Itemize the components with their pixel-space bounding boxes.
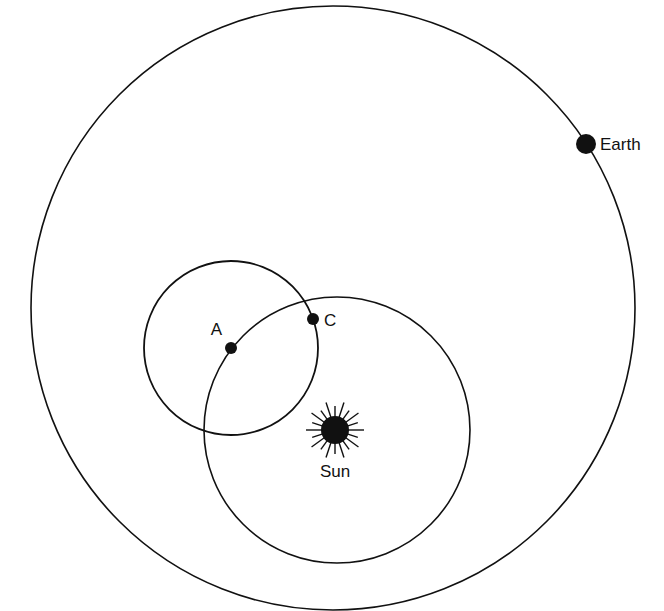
sun-ray	[334, 406, 335, 418]
sun-symbol	[306, 402, 364, 457]
sun-ray	[306, 429, 323, 430]
sun-ray	[342, 411, 349, 421]
sun-ray	[339, 441, 344, 457]
planet-label: Earth	[600, 136, 641, 153]
earth-orbit	[31, 6, 635, 610]
point-label: C	[324, 312, 336, 329]
sun-ray	[334, 442, 335, 454]
sun-ray	[312, 437, 326, 447]
point-a	[225, 342, 237, 354]
sun-ray	[339, 402, 344, 418]
point-c	[307, 313, 319, 325]
sun-ray	[321, 440, 328, 450]
epicycle-circle	[144, 261, 318, 435]
sun-circle	[204, 297, 470, 563]
sun-ray	[326, 441, 331, 457]
point-label: A	[211, 321, 222, 338]
earth-dot	[576, 134, 596, 154]
sun-ray	[346, 434, 357, 438]
star-label: Sun	[320, 463, 350, 480]
sun-ray	[312, 434, 323, 438]
sun-ray	[321, 411, 328, 421]
sun-disk	[321, 416, 349, 444]
sun-ray	[346, 423, 357, 427]
sun-ray	[312, 423, 323, 427]
sun-ray	[345, 413, 359, 423]
sun-ray	[342, 440, 349, 450]
sun-ray	[347, 429, 364, 430]
sun-ray	[326, 402, 331, 418]
